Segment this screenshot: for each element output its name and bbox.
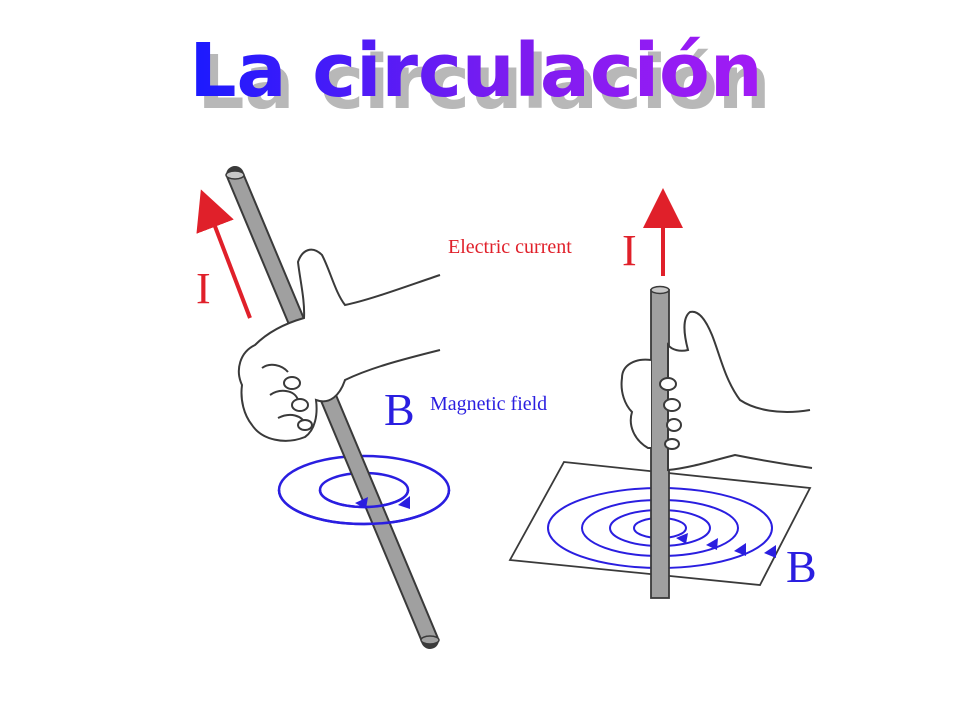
title-graphic: La circulación La circulación [189, 28, 770, 122]
left-arrow-outer [398, 496, 410, 509]
right-field-symbol: B [786, 541, 817, 592]
left-arrow-inner [355, 497, 368, 509]
left-field-arrows [277, 489, 451, 526]
right-hand [620, 310, 813, 472]
page-title: La circulación [189, 28, 762, 114]
left-field-symbol: B [384, 384, 415, 435]
left-current-symbol: I [196, 264, 211, 313]
left-hand [237, 248, 441, 442]
left-outer-arc-front [277, 489, 451, 526]
left-fingernail [283, 376, 301, 390]
right-field-arrows [676, 533, 776, 558]
title-shadow: La circulación [197, 40, 770, 122]
right-fingernail [659, 377, 677, 391]
left-conductor [225, 166, 440, 649]
title-block: La circulación La circulación [0, 12, 960, 122]
left-current-arrow [196, 189, 252, 319]
right-current-caption: Electric current [448, 236, 572, 258]
right-figure: Electric current I B [448, 188, 817, 599]
right-current-symbol: I [622, 226, 637, 275]
left-figure: I B Magnetic field [196, 166, 547, 649]
right-hand-outline [667, 310, 813, 472]
left-hand-outline [237, 248, 441, 442]
left-field-caption: Magnetic field [430, 393, 547, 415]
